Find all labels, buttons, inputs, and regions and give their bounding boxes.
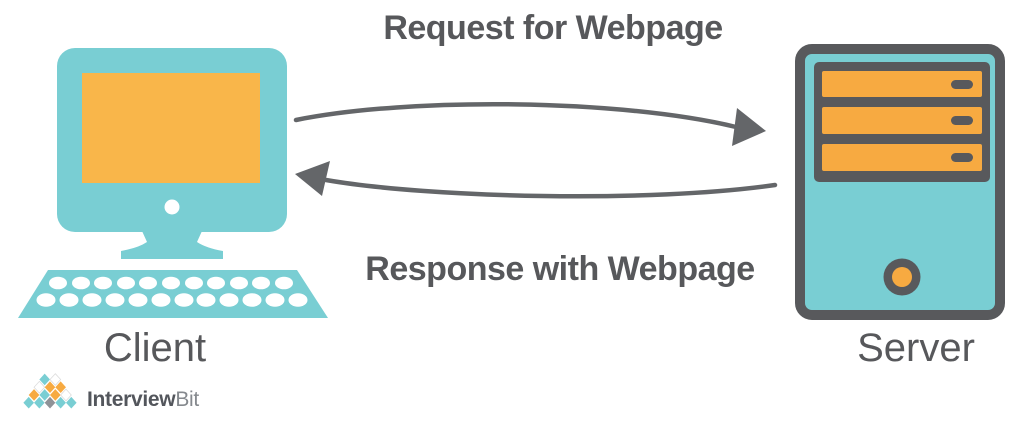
client-label: Client [103, 326, 207, 370]
logo-diamonds [23, 373, 77, 409]
server-label: Server [857, 326, 975, 370]
server-power-button [883, 258, 921, 296]
logo-text-bit: Bit [175, 387, 199, 411]
response-label: Response with Webpage [365, 250, 755, 288]
interviewbit-logo: InterviewBit [20, 372, 199, 416]
request-arrow-icon [293, 101, 766, 146]
monitor-stand [121, 231, 223, 259]
keyboard-keys [36, 276, 308, 307]
monitor-screen [82, 73, 260, 183]
server-icon [795, 44, 1005, 320]
monitor-button [164, 199, 180, 215]
logo-wordmark: InterviewBit [87, 379, 199, 410]
response-arrow-icon [295, 161, 778, 199]
request-label: Request for Webpage [383, 9, 723, 47]
logo-text-interview: Interview [87, 387, 176, 411]
interviewbit-logo-icon [23, 373, 77, 409]
server-drive-bays [822, 71, 982, 171]
client-computer-icon [18, 48, 328, 318]
